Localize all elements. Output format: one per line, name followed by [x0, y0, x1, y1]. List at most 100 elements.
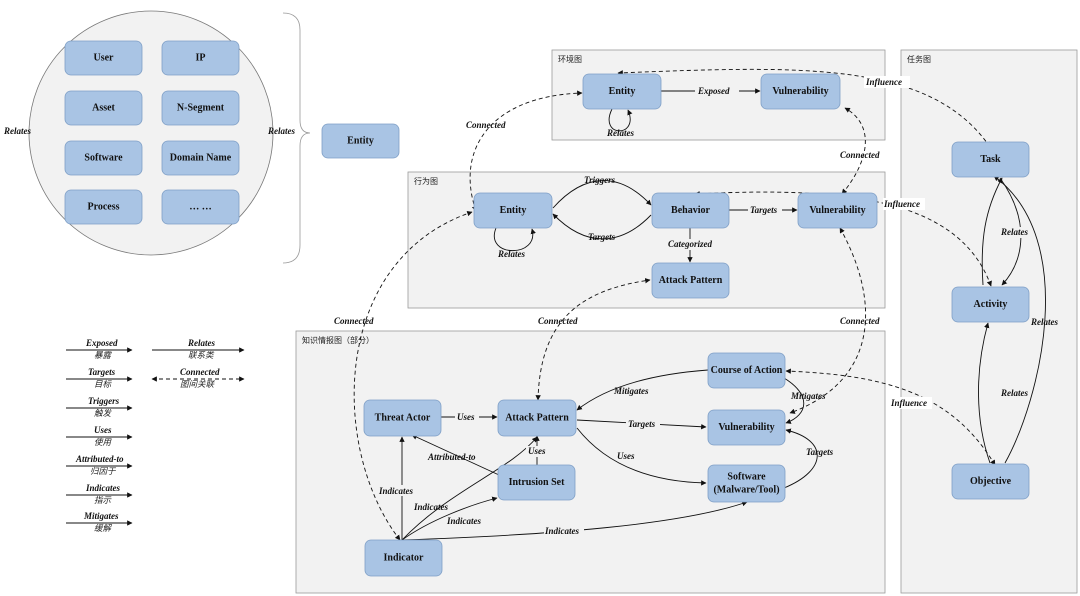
legend-uses-en: Uses: [94, 425, 112, 435]
label-targets-back: Targets: [588, 232, 616, 242]
label-env-relates: Relates: [606, 128, 634, 138]
beh-behavior-label: Behavior: [671, 205, 710, 216]
entity-item-ip-label: IP: [196, 52, 206, 63]
behavior-panel-title: 行为图: [414, 176, 438, 186]
label-connected-mid: Connected: [538, 316, 578, 326]
legend-uses-zh: 使用: [94, 437, 113, 448]
label-task-relates-2: Relates: [1030, 317, 1058, 327]
task-task-node[interactable]: Task: [951, 141, 1030, 178]
entity-item-process-label: Process: [87, 201, 119, 212]
entity-item-asset-label: Asset: [92, 102, 115, 113]
legend-attributed-zh: 归因于: [90, 466, 117, 477]
ki-threat-actor-label: Threat Actor: [375, 412, 431, 423]
legend-indicates-en: Indicates: [85, 483, 120, 493]
label-task-relates-1: Relates: [1000, 227, 1028, 237]
entity-item-domain-name-label: Domain Name: [170, 152, 232, 163]
label-beh-targets: Targets: [750, 205, 778, 215]
legend-indicates-zh: 指示: [94, 495, 113, 506]
entity-item-asset[interactable]: Asset: [64, 90, 143, 126]
label-uses-threat: Uses: [457, 412, 475, 422]
label-indicates-threat: Indicates: [378, 486, 413, 496]
task-panel-title: 任务图: [907, 54, 931, 64]
ki-indicator-label: Indicator: [384, 552, 425, 563]
ki-vulnerability-label: Vulnerability: [718, 422, 774, 433]
edge-objective-activity: [978, 322, 991, 464]
edge-beh-relates: [493, 227, 536, 251]
label-task-relates-3: Relates: [1000, 388, 1028, 398]
label-connected-far-left: Connected: [334, 316, 374, 326]
entity-item-software[interactable]: Software: [64, 140, 143, 176]
label-connected-left-top: Connected: [466, 120, 506, 130]
edge-connected-mid[interactable]: [535, 278, 651, 401]
entity-item-domain-name[interactable]: Domain Name: [161, 140, 240, 176]
ki-course-of-action-node[interactable]: Course of Action: [707, 352, 786, 389]
label-attributed-to: Attributed-to: [427, 452, 476, 462]
label-indicates-attack: Indicates: [413, 502, 448, 512]
label-mitigates-attack: Mitigates: [613, 386, 649, 396]
ki-intrusion-set-label: Intrusion Set: [509, 477, 566, 488]
ki-attack-pattern-label: Attack Pattern: [505, 412, 569, 423]
beh-vulnerability-label: Vulnerability: [809, 205, 865, 216]
ki-vulnerability-node[interactable]: Vulnerability: [707, 409, 786, 446]
beh-vulnerability-node[interactable]: Vulnerability: [797, 192, 878, 229]
legend-exposed-zh: 暴露: [94, 351, 113, 361]
edge-influence-top[interactable]: [617, 68, 991, 148]
edge-task-relates-1: [981, 177, 1003, 286]
edge-indicates-intrusion: [401, 496, 498, 541]
env-vulnerability-label: Vulnerability: [772, 86, 828, 97]
ki-threat-actor-node[interactable]: Threat Actor: [363, 399, 442, 437]
legend-labels: Exposed 暴露 Relates 联系类 Targets 目标 Connec…: [75, 338, 220, 534]
legend-connected-zh: 图间关联: [180, 379, 216, 390]
env-vulnerability-node[interactable]: Vulnerability: [760, 73, 841, 110]
ki-indicator-node[interactable]: Indicator: [364, 539, 443, 577]
ki-course-of-action-label: Course of Action: [711, 365, 783, 376]
ki-software-label-2: (Malware/Tool): [713, 484, 779, 495]
beh-entity-node[interactable]: Entity: [473, 192, 553, 229]
entity-item-nsegment-label: N-Segment: [177, 102, 225, 113]
legend-targets-zh: 目标: [94, 379, 113, 390]
edge-indicates-attack: [401, 436, 538, 541]
beh-attack-pattern-label: Attack Pattern: [659, 275, 723, 286]
beh-attack-pattern-node[interactable]: Attack Pattern: [651, 262, 730, 299]
label-beh-relates: Relates: [497, 249, 525, 259]
edge-attributed-to: [411, 434, 500, 476]
task-task-label: Task: [980, 154, 1001, 165]
task-activity-label: Activity: [974, 299, 1008, 310]
beh-behavior-node[interactable]: Behavior: [651, 192, 730, 229]
entity-item-ip[interactable]: IP: [161, 40, 240, 76]
entity-item-user[interactable]: User: [64, 40, 143, 76]
edge-connected-far-left[interactable]: [353, 211, 473, 541]
label-indicates-intrusion: Indicates: [446, 516, 481, 526]
env-entity-node[interactable]: Entity: [582, 73, 662, 110]
legend-relates-zh: 联系类: [188, 350, 215, 361]
ki-attack-pattern-node[interactable]: Attack Pattern: [497, 399, 577, 437]
label-indicates-software: Indicates: [544, 526, 579, 536]
entity-item-more[interactable]: … …: [161, 189, 240, 225]
label-influence-bottom: Influence: [890, 398, 927, 408]
entity-item-nsegment[interactable]: N-Segment: [161, 90, 240, 126]
relates-right-label: Relates: [267, 126, 295, 136]
edge-influence-bottom[interactable]: [785, 368, 996, 466]
legend-triggers-en: Triggers: [88, 396, 120, 406]
edge-connected-left-top[interactable]: [469, 90, 583, 212]
ki-intrusion-set-node[interactable]: Intrusion Set: [497, 464, 576, 501]
ki-software-node[interactable]: Software (Malware/Tool): [707, 464, 786, 503]
label-categorized: Categorized: [668, 239, 712, 249]
knowledge-panel-title: 知识情报图（部分）: [302, 335, 374, 345]
edge-ki-uses-soft: [576, 427, 707, 486]
label-influence-mid: Influence: [883, 199, 920, 209]
relates-left-label: Relates: [3, 126, 31, 136]
legend-connected-en: Connected: [180, 367, 220, 377]
task-activity-node[interactable]: Activity: [951, 286, 1030, 323]
env-entity-label: Entity: [609, 86, 636, 97]
entity-item-software-label: Software: [84, 152, 123, 163]
legend-exposed-en: Exposed: [85, 338, 118, 348]
legend-triggers-zh: 触发: [94, 408, 113, 419]
legend-relates-en: Relates: [187, 338, 215, 348]
entity-summary-node[interactable]: Entity: [321, 123, 400, 159]
task-objective-node[interactable]: Objective: [951, 463, 1030, 500]
legend-mitigates-zh: 缓解: [94, 523, 113, 534]
entity-item-process[interactable]: Process: [64, 189, 143, 225]
edge-task-relates-3: [993, 175, 1046, 464]
